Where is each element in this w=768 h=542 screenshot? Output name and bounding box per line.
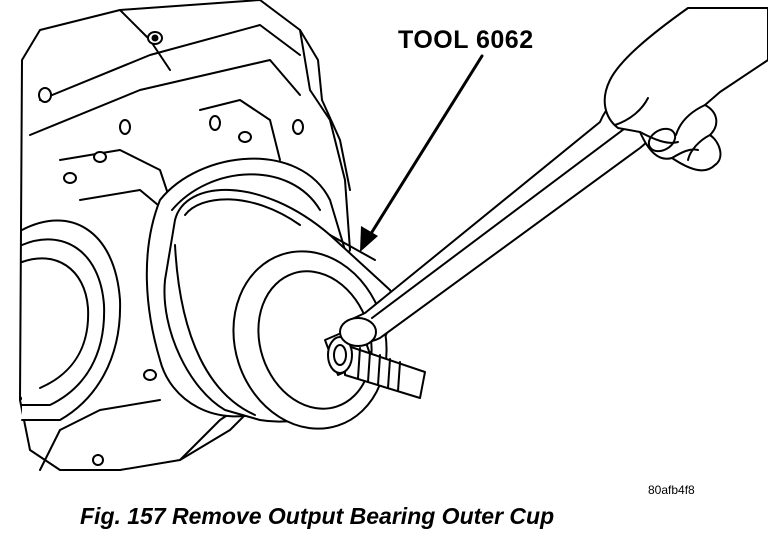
figure-reference-code: 80afb4f8 bbox=[648, 483, 695, 497]
callout-arrow bbox=[360, 54, 484, 252]
wrench bbox=[339, 98, 661, 347]
tool-callout-label: TOOL 6062 bbox=[398, 26, 534, 54]
figure-caption: Fig. 157 Remove Output Bearing Outer Cup bbox=[80, 503, 555, 529]
puller-screw bbox=[324, 324, 426, 399]
hand bbox=[603, 7, 768, 172]
